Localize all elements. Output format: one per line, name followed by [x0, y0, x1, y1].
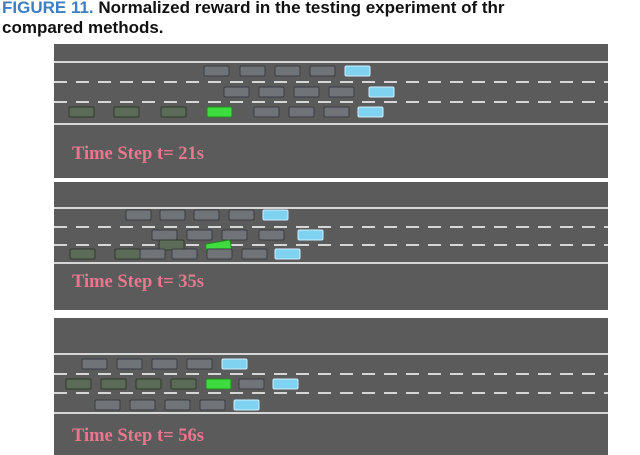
vehicle: [186, 229, 213, 241]
vehicle: [139, 248, 166, 260]
vehicle: [223, 86, 250, 98]
leading-vehicle: [357, 106, 384, 118]
ego-vehicle: [205, 378, 232, 390]
simulation-panel-t56: Time Step t= 56s: [54, 318, 608, 455]
leading-vehicle: [344, 65, 371, 77]
vehicle: [258, 229, 285, 241]
vehicle-trail: [160, 106, 187, 118]
vehicle: [206, 248, 233, 260]
ego-vehicle: [206, 106, 233, 118]
caption-text-line1: Normalized reward in the testing experim…: [93, 0, 505, 17]
vehicle: [309, 65, 336, 77]
caption-text-line2: compared methods.: [2, 18, 164, 37]
vehicle-trail: [100, 378, 127, 390]
vehicle: [228, 209, 255, 221]
vehicle: [221, 229, 248, 241]
vehicle: [125, 209, 152, 221]
vehicle: [323, 106, 350, 118]
vehicle-trail: [113, 106, 140, 118]
leading-vehicle: [272, 378, 299, 390]
simulation-panel-t21: Time Step t= 21s: [54, 44, 608, 178]
simulation-panel-t35: Time Step t= 35s: [54, 182, 608, 310]
vehicle: [116, 358, 143, 370]
figure-caption: FIGURE 11. Normalized reward in the test…: [2, 0, 640, 38]
leading-vehicle: [233, 399, 260, 411]
vehicle: [193, 209, 220, 221]
vehicle-trail: [114, 248, 141, 260]
vehicle: [164, 399, 191, 411]
time-step-label: Time Step t= 21s: [72, 144, 204, 164]
vehicle: [151, 229, 178, 241]
vehicle: [328, 86, 355, 98]
vehicle: [151, 358, 178, 370]
vehicle: [159, 209, 186, 221]
leading-vehicle: [274, 248, 301, 260]
vehicle: [241, 248, 268, 260]
leading-vehicle: [262, 209, 289, 221]
vehicle-trail: [68, 106, 95, 118]
vehicle: [258, 86, 285, 98]
vehicle-trail: [69, 248, 96, 260]
vehicle: [186, 358, 213, 370]
leading-vehicle: [221, 358, 248, 370]
vehicle: [293, 86, 320, 98]
vehicle: [199, 399, 226, 411]
vehicle: [288, 106, 315, 118]
vehicle: [81, 358, 108, 370]
road-scene: [54, 353, 608, 414]
road-scene: [54, 207, 608, 264]
vehicle: [238, 378, 265, 390]
vehicle: [253, 106, 280, 118]
vehicle: [203, 65, 230, 77]
vehicle: [129, 399, 156, 411]
vehicle-trail: [65, 378, 92, 390]
leading-vehicle: [297, 229, 324, 241]
vehicle: [274, 65, 301, 77]
vehicle-trail: [135, 378, 162, 390]
figure-label: FIGURE 11.: [2, 0, 94, 17]
time-step-label: Time Step t= 56s: [72, 426, 204, 446]
vehicle: [171, 248, 198, 260]
leading-vehicle: [368, 86, 395, 98]
road-scene: [54, 61, 608, 125]
vehicle-trail: [170, 378, 197, 390]
vehicle: [239, 65, 266, 77]
vehicle-trail: [158, 239, 185, 251]
time-step-label: Time Step t= 35s: [72, 272, 204, 292]
vehicle: [94, 399, 121, 411]
